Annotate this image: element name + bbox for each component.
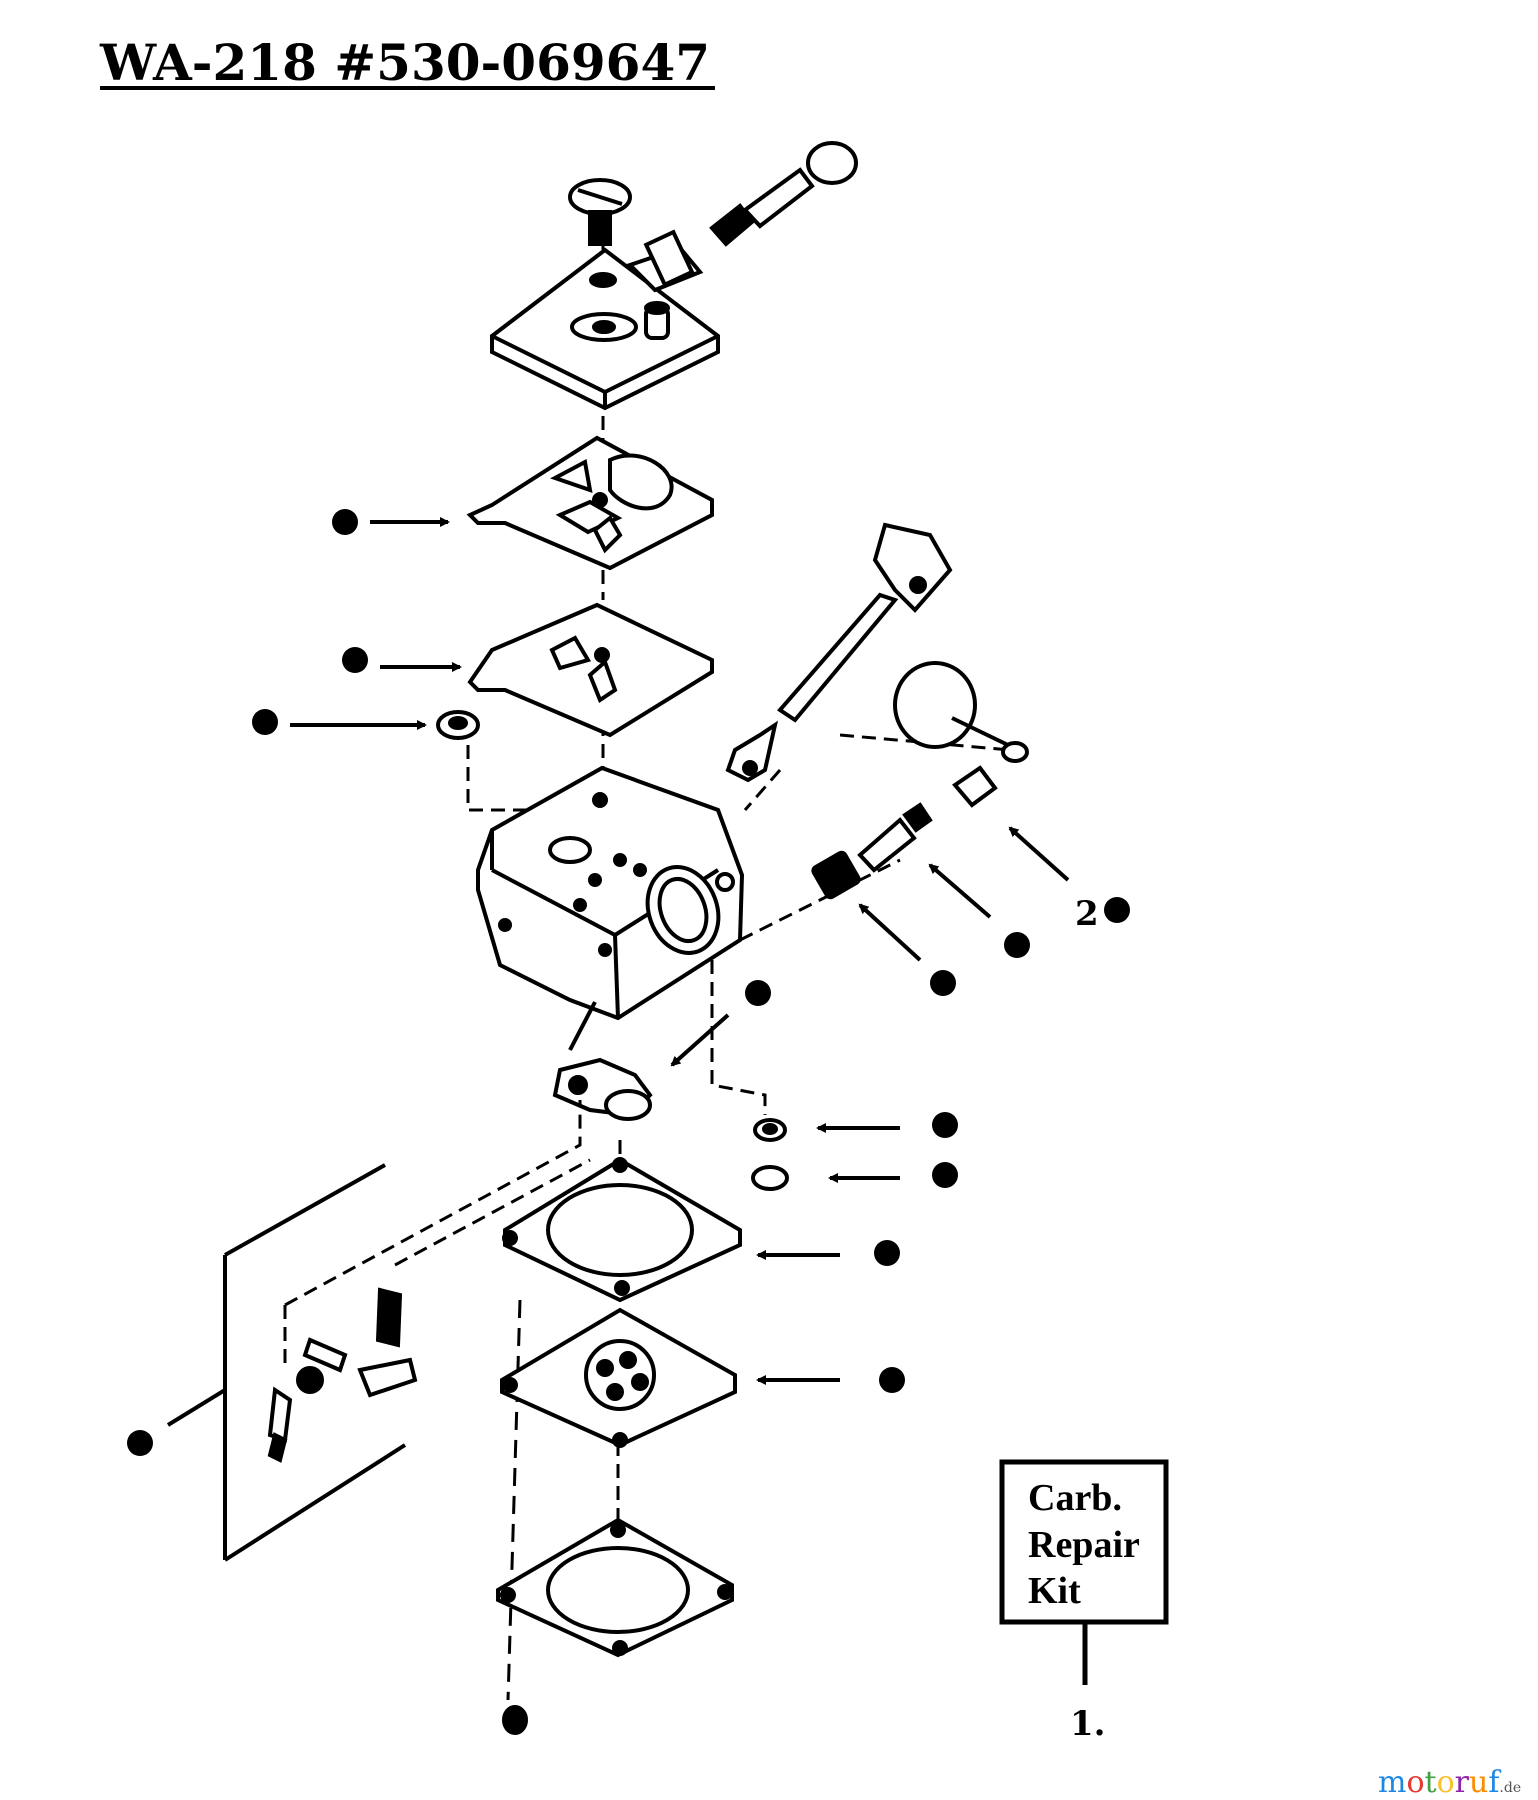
diaphragm-icon [502, 1157, 742, 1303]
gasket-icon [500, 1307, 737, 1448]
small-ring-part [436, 710, 480, 740]
needle-valve-part [626, 141, 858, 293]
fuel-pump-small-parts [552, 1001, 653, 1121]
watermark-letter: o [1437, 1765, 1455, 1800]
watermark-letter: f [1488, 1765, 1501, 1800]
screw-icon [568, 178, 632, 246]
repair-kit-line-1: Carb. [1028, 1477, 1122, 1519]
top-cover-part [490, 247, 720, 411]
gasket-icon [466, 435, 714, 571]
svg-text:motoruf.de: motoruf.de [1378, 1765, 1521, 1800]
repair-kit-line-3: Kit [1028, 1570, 1081, 1612]
repair-kit-number: 1. [1070, 1704, 1106, 1744]
watermark-letter: t [1425, 1765, 1437, 1800]
watermark-letter: r [1455, 1765, 1470, 1800]
watermark-letter: u [1469, 1765, 1488, 1800]
throttle-shaft-icon [725, 522, 1029, 783]
diagram-title: WA-218 #530-069647 [99, 33, 710, 92]
adjustment-screw-part [811, 765, 998, 900]
watermark-suffix: .de [1499, 1780, 1521, 1796]
bottom-cover-part [496, 1517, 734, 1658]
screw-icon [502, 1705, 528, 1735]
watermark-letter: m [1378, 1765, 1406, 1800]
watermark-logo: motoruf.de [1378, 1765, 1521, 1800]
bracket-panel [166, 1100, 591, 1562]
arrow-icon [290, 517, 1070, 1385]
gasket-icon [467, 602, 714, 738]
carburetor-body-icon [476, 765, 745, 1021]
watermark-letter: o [1406, 1765, 1424, 1800]
repair-kit-line-2: Repair [1028, 1524, 1140, 1566]
washer-parts [751, 1118, 789, 1191]
callout-label-2: 2 [1075, 894, 1099, 934]
pump-small-parts [267, 1287, 418, 1463]
watermark-main: motoruf [1378, 1765, 1501, 1800]
kit-part-marker-dot [127, 509, 1130, 1456]
